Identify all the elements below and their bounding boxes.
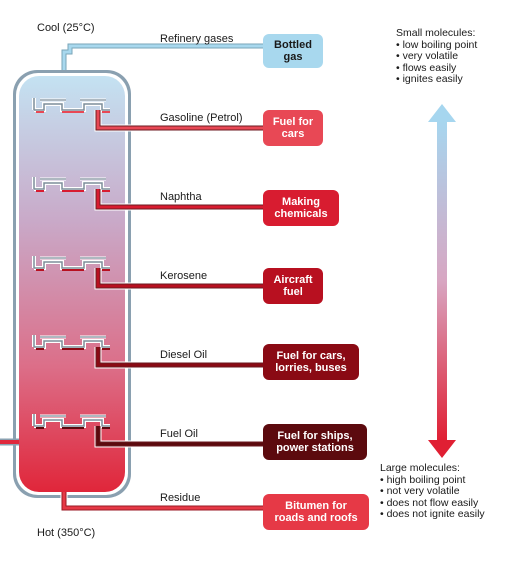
small-molecules-notes: Small molecules: • low boiling point • v… [396, 27, 478, 86]
fraction-label-fuel-oil: Fuel Oil [160, 428, 198, 440]
top-temperature-label: Cool (25°C) [37, 22, 95, 34]
fraction-label-naphtha: Naphtha [160, 191, 202, 203]
large-molecules-point: • not very volatile [380, 485, 460, 497]
bubble-cap-tray [32, 177, 110, 192]
bubble-cap-tray [32, 414, 110, 429]
small-molecules-heading: Small molecules: [396, 27, 476, 39]
bubble-cap-tray [32, 256, 110, 271]
bubble-cap-tray [32, 98, 110, 113]
large-molecules-point: • does not ignite easily [380, 508, 485, 520]
fraction-outlet-pipe [94, 347, 266, 369]
bottom-temperature-label: Hot (350°C) [37, 527, 96, 539]
fraction-label-refinery-gases: Refinery gases [160, 33, 234, 45]
fraction-label-diesel-oil: Diesel Oil [160, 349, 208, 361]
fraction-outlet-pipe [94, 110, 266, 132]
fraction-label-residue: Residue [160, 492, 201, 504]
large-molecules-point: • does not flow easily [380, 496, 479, 509]
large-molecules-notes: Large molecules: • high boiling point • … [380, 462, 485, 521]
small-molecules-point: • ignites easily [396, 73, 463, 85]
use-box-fuel-for-ships-power-stations: Fuel for ships,power stations [263, 424, 367, 460]
use-box-fuel-for-cars-lorries-buses: Fuel for cars,lorries, buses [263, 344, 359, 380]
small-molecules-point: • low boiling point [396, 38, 478, 51]
small-molecules-point: • very volatile [396, 50, 459, 62]
fraction-outlet-pipe [94, 268, 266, 290]
molecule-size-arrow [428, 104, 456, 458]
fraction-outlet-pipe [94, 426, 266, 448]
fraction-outlet-pipe [94, 189, 266, 211]
large-molecules-heading: Large molecules: [380, 462, 460, 474]
fraction-label-gasoline: Gasoline (Petrol) [160, 112, 243, 124]
large-molecules-point: • high boiling point [380, 473, 466, 486]
bubble-cap-tray [32, 335, 110, 350]
small-molecules-point: • flows easily [396, 61, 457, 74]
fraction-label-kerosene: Kerosene [160, 270, 208, 282]
